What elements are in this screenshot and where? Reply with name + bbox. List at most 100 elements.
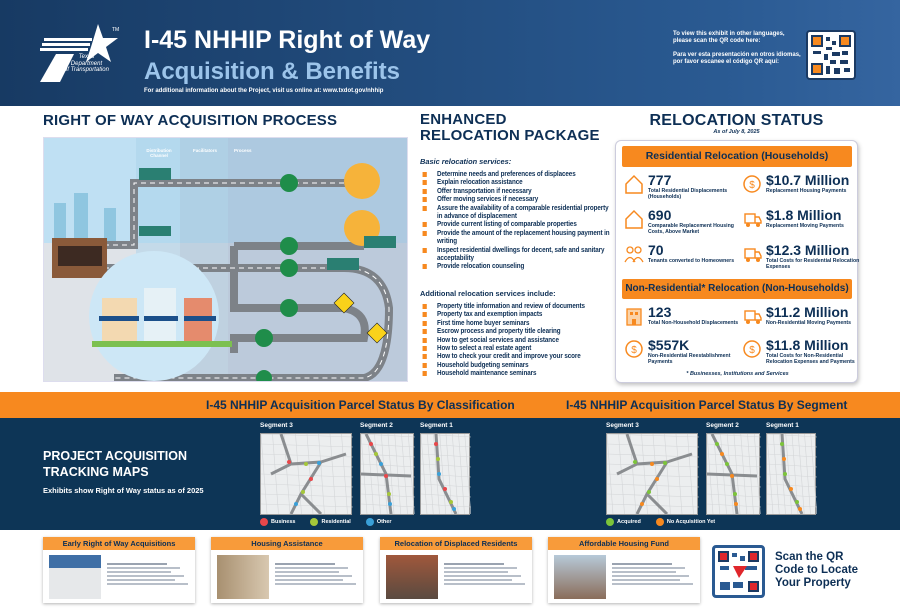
cta-line: Scan the QR: [775, 551, 844, 563]
service-item: Provide relocation counseling: [420, 262, 612, 270]
additional-services-heading: Additional relocation services include:: [420, 289, 556, 298]
status-title: RELOCATION STATUS: [649, 112, 824, 129]
segment-map-1[interactable]: [766, 433, 818, 515]
service-item: Escrow process and property title cleari…: [420, 326, 612, 335]
legend-dot-icon: [655, 518, 664, 526]
process-illustration: Distribution Channel Facilitators Proces…: [43, 137, 408, 386]
legend-item: No Acquisition Yet: [655, 518, 716, 526]
segment-label: Segment 3: [260, 422, 293, 429]
maps-title-band: I-45 NHHIP Acquisition Parcel Status By …: [0, 392, 900, 418]
text-line: [444, 571, 508, 573]
service-item: Explain relocation assistance: [420, 177, 612, 186]
stat-value: 690: [648, 207, 672, 223]
card-title: Affordable Housing Fund: [548, 537, 700, 550]
service-item: Provide the amount of the replacement ho…: [420, 228, 612, 246]
info-link-text: For additional information about the Pro…: [144, 88, 384, 94]
tracking-title-line: TRACKING MAPS: [43, 465, 149, 479]
card-text-lines: [275, 561, 357, 587]
service-item: Property tax and exemption impacts: [420, 309, 612, 318]
stat-label: Replacement Moving Payments: [766, 223, 844, 229]
tracking-subtitle: Exhibits show Right of Way status as of …: [43, 486, 204, 495]
property-qr-code-icon[interactable]: [712, 545, 765, 598]
building-icon: [624, 306, 644, 326]
info-card[interactable]: Housing Assistance: [211, 537, 363, 603]
stat-value: 123: [648, 304, 672, 320]
stat-label: Total Costs for Residential Relocation E…: [766, 258, 860, 270]
segment-label: Segment 2: [706, 422, 739, 429]
card-text-lines: [107, 561, 189, 587]
info-card[interactable]: Early Right of Way Acquisitions: [43, 537, 195, 603]
residential-heading: Residential Relocation (Households): [622, 146, 852, 167]
text-line: [444, 579, 512, 581]
nonres-heading: Non-Residential* Relocation (Non-Househo…: [622, 279, 852, 299]
dollar-icon: $: [742, 339, 762, 359]
text-line: [444, 563, 504, 565]
card-photo: [49, 555, 101, 599]
service-item: Household budgeting seminars: [420, 360, 612, 369]
service-item: How to select a real estate agent: [420, 343, 612, 352]
text-line: [612, 579, 680, 581]
segment-map-1[interactable]: [420, 433, 472, 515]
service-item: First time home buyer seminars: [420, 318, 612, 327]
segment-label: Segment 1: [766, 422, 799, 429]
cta-line: Code to Locate: [775, 564, 859, 576]
tracking-title-line: PROJECT ACQUISITION: [43, 449, 187, 463]
segment-label: Segment 3: [606, 422, 639, 429]
stat-value: $12.3 Million: [766, 242, 850, 258]
logo-tm: TM: [112, 27, 120, 33]
service-item: Inspect residential dwellings for decent…: [420, 245, 612, 263]
service-item: Provide current listing of comparable pr…: [420, 220, 612, 228]
logo-line: of Transportation: [64, 67, 109, 73]
qr-call-to-action: Scan the QR Code to Locate Your Property: [775, 551, 858, 590]
legend-item: Residential: [310, 518, 351, 526]
cta-line: Your Property: [775, 577, 851, 589]
stat-value: 70: [648, 242, 664, 258]
svg-text:$: $: [749, 180, 755, 191]
package-title: ENHANCED RELOCATION PACKAGE: [420, 112, 600, 144]
process-title: RIGHT OF WAY ACQUISITION PROCESS: [43, 112, 338, 129]
legend-label: No Acquisition Yet: [666, 519, 716, 525]
logo-line: Department: [70, 60, 103, 67]
text-line: [444, 567, 517, 569]
service-item: Household maintenance seminars: [420, 368, 612, 377]
text-line: [612, 583, 693, 585]
service-item: How to check your credit and improve you…: [420, 352, 612, 360]
basic-services-heading: Basic relocation services:: [420, 157, 512, 166]
text-line: [275, 567, 348, 569]
logo-line: Texas: [78, 54, 95, 60]
info-card[interactable]: Affordable Housing Fund: [548, 537, 700, 603]
info-card[interactable]: Relocation of Displaced Residents: [380, 537, 532, 603]
card-title: Housing Assistance: [211, 537, 363, 550]
segment-map-3[interactable]: [260, 433, 354, 516]
text-line: [107, 571, 171, 573]
package-title-line: RELOCATION PACKAGE: [420, 127, 600, 144]
logo-text: Texas Department of Transportation: [64, 54, 109, 74]
text-line: [444, 583, 525, 585]
column-label: Facilitators: [192, 148, 217, 153]
moving-truck-icon: [742, 209, 762, 229]
classification-map-title: I-45 NHHIP Acquisition Parcel Status By …: [206, 398, 515, 412]
card-title: Relocation of Displaced Residents: [380, 537, 532, 550]
segment-map-2[interactable]: [360, 433, 416, 515]
basic-services-list: Determine needs and preferences of displ…: [420, 169, 612, 271]
card-text-lines: [444, 561, 526, 587]
stat-label: Non-Residential Moving Payments: [766, 320, 852, 326]
text-line: [444, 575, 521, 577]
text-line: [275, 583, 356, 585]
service-item: How to get social services and assistanc…: [420, 335, 612, 344]
segment-map-title: I-45 NHHIP Acquisition Parcel Status By …: [566, 398, 848, 412]
text-line: [107, 563, 167, 565]
segment-map-2[interactable]: [706, 433, 762, 515]
tracking-title: PROJECT ACQUISITION TRACKING MAPS: [43, 448, 187, 480]
segment-map-3[interactable]: [606, 433, 700, 516]
stat-value: $557K: [648, 337, 690, 353]
language-qr-code-icon[interactable]: [806, 30, 856, 80]
dollar-icon: $: [742, 174, 762, 194]
service-item: Determine needs and preferences of displ…: [420, 169, 612, 178]
service-item: Offer transportation if necessary: [420, 186, 612, 195]
